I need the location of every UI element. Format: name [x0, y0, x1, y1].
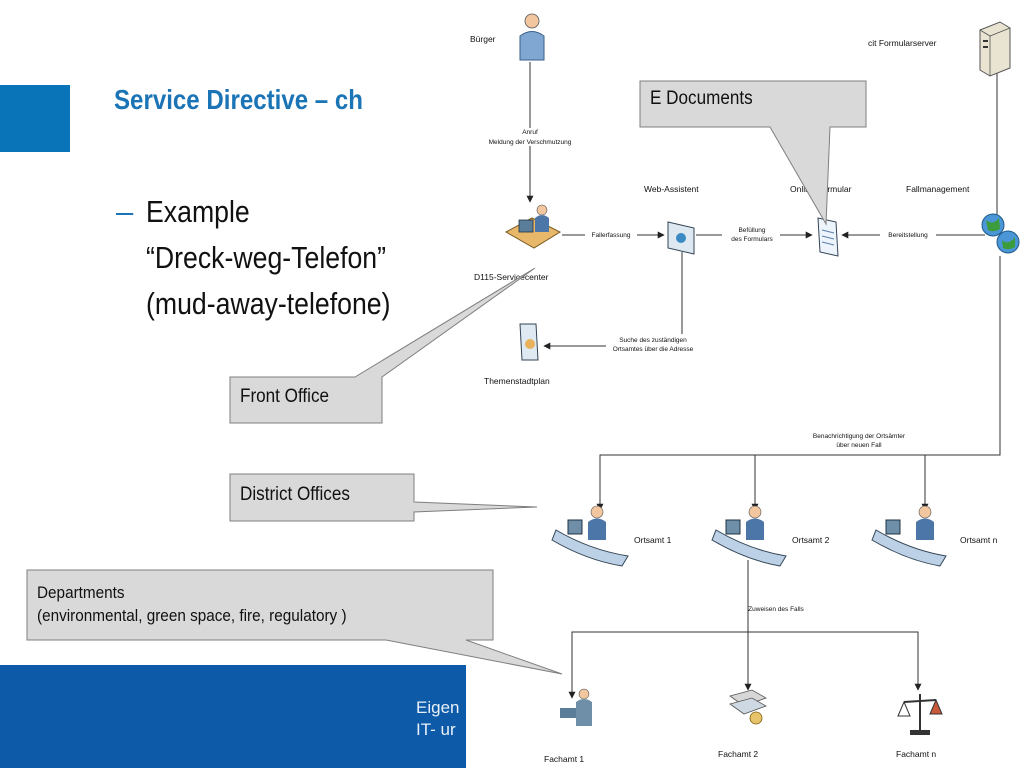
callout-e-documents-text: E Documents: [650, 88, 753, 109]
edge-ortsamt2-fachaemter: [568, 560, 749, 699]
slide-title: Service Directive – ch: [114, 84, 363, 115]
edge-label-anruf: Anruf: [522, 129, 538, 136]
edge-label-suche-2: Ortsamtes über die Adresse: [613, 346, 694, 353]
callout-departments-text: Departments (environmental, green space,…: [37, 581, 347, 627]
citizen-person-icon: [519, 13, 545, 61]
edge-label-benachrichtigung-2: über neuen Fall: [836, 442, 882, 449]
node-label-ortsamt-1: Ortsamt 1: [634, 535, 672, 545]
edge-label-meldung: Meldung der Verschmutzung: [489, 139, 572, 146]
bullet-line-dreck-weg: “Dreck-weg-Telefon”: [146, 240, 387, 275]
callout-district-offices-text: District Offices: [240, 484, 350, 505]
bullet-line-mud-away: (mud-away-telefone): [146, 286, 391, 321]
globe-icon: [981, 213, 1020, 254]
ortsamt-n-icon: [871, 505, 947, 567]
web-assistant-icon: [667, 221, 695, 255]
node-label-fachamt-1: Fachamt 1: [544, 754, 584, 764]
edge-to-fachamt-n: [748, 631, 922, 691]
callout-departments-line-2: (environmental, green space, fire, regul…: [37, 606, 347, 625]
process-diagram: Anruf Meldung der Verschmutzung Fallerfa…: [466, 0, 1024, 768]
edge-label-suche-1: Suche des zuständigen: [619, 337, 687, 344]
node-label-web-assistent: Web-Assistent: [644, 184, 699, 194]
callout-departments: [26, 569, 563, 675]
edge-label-benachrichtigung-1: Benachrichtigung der Ortsämter: [813, 433, 906, 440]
node-label-fachamt-n: Fachamt n: [896, 749, 936, 759]
city-map-icon: [519, 323, 539, 361]
server-icon: [979, 21, 1011, 77]
bullet-line-example: Example: [146, 194, 250, 229]
node-label-ortsamt-n: Ortsamt n: [960, 535, 998, 545]
fachamt-n-scales-icon: [897, 694, 943, 735]
fachamt-1-icon: [560, 688, 592, 726]
callout-district-offices: [229, 473, 538, 522]
edge-label-befuellung-2: des Formulars: [731, 236, 773, 243]
callout-front-office-text: Front Office: [240, 386, 330, 407]
callout-e-documents: [639, 80, 867, 226]
servicecenter-icon: [504, 204, 562, 249]
edge-label-zuweisen: Zuweisen des Falls: [748, 606, 804, 613]
node-label-buerger: Bürger: [470, 34, 496, 44]
ortsamt-2-icon: [711, 505, 787, 567]
ortsamt-1-icon: [551, 505, 629, 567]
node-label-formularserver: cit Formularserver: [868, 38, 937, 48]
footer-line-1: Eigen: [416, 698, 460, 717]
node-label-fachamt-2: Fachamt 2: [718, 749, 758, 759]
node-label-themenstadtplan: Themenstadtplan: [484, 376, 550, 386]
node-label-ortsamt-2: Ortsamt 2: [792, 535, 830, 545]
edge-label-befuellung-1: Befüllung: [738, 227, 765, 234]
node-label-servicecenter: D115-Servicecenter: [474, 272, 549, 282]
edge-label-fallerfassung: Fallerfassung: [591, 232, 630, 239]
edge-label-bereitstellung: Bereitstellung: [888, 232, 928, 239]
footer-line-2: IT- ur: [416, 720, 456, 739]
edge-fallmanagement-ortsaemter: [596, 256, 1001, 511]
callout-front-office: [229, 267, 536, 424]
node-label-fallmanagement: Fallmanagement: [906, 184, 970, 194]
accent-square: [0, 85, 70, 152]
bullet-dash: –: [116, 194, 134, 229]
form-document-icon: [817, 217, 839, 257]
callout-departments-line-1: Departments: [37, 583, 125, 602]
fachamt-2-icon: [729, 689, 767, 725]
